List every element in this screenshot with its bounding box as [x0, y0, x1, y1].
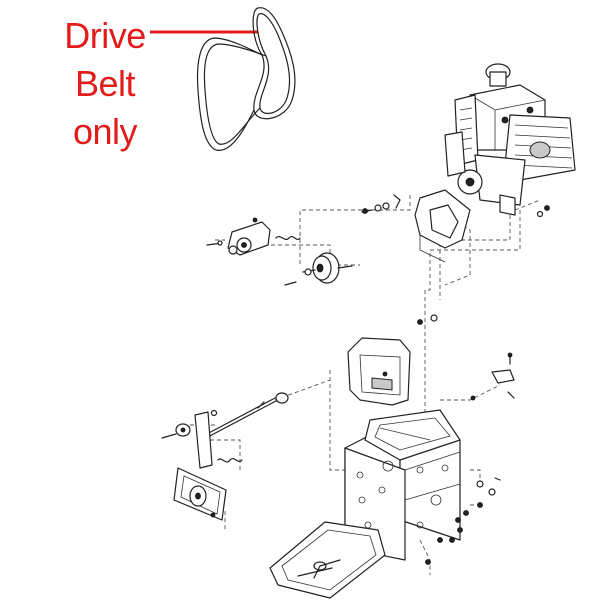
engine	[444, 63, 576, 216]
label-line-belt: Belt	[74, 63, 136, 104]
fasteners-right	[417, 314, 515, 565]
drive-belt-label: Drive Belt only	[52, 12, 158, 156]
control-rod	[204, 392, 289, 439]
shift-lever-bracket	[161, 409, 243, 469]
fasteners-upper	[361, 194, 550, 218]
drive-pulley	[284, 252, 353, 286]
drive-belt	[196, 7, 296, 151]
label-line-drive: Drive	[64, 15, 146, 56]
idler-arm-assembly	[206, 217, 301, 256]
pulley-cover	[347, 337, 411, 406]
label-line-only: only	[72, 111, 138, 152]
belt-guard-bracket	[414, 189, 471, 263]
shift-plate	[173, 467, 227, 521]
bottom-pan	[269, 521, 386, 599]
